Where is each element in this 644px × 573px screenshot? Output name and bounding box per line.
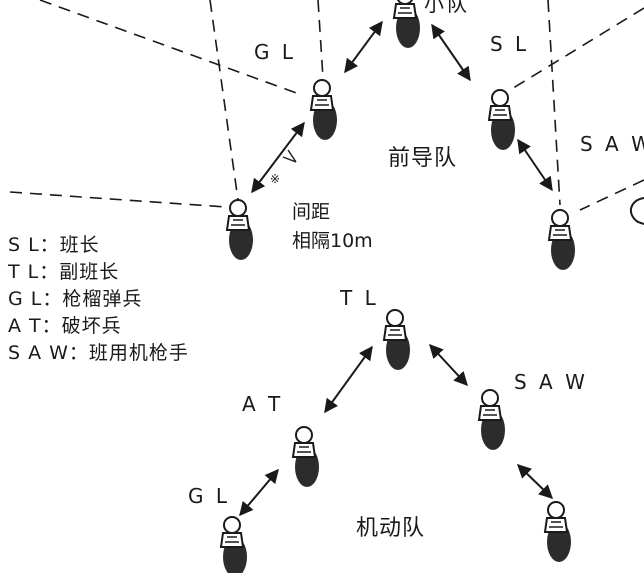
legend-row-saw: S A W：班用机枪手 bbox=[8, 342, 189, 364]
soldier-figure bbox=[310, 79, 338, 141]
label-partial-top: 小队 bbox=[424, 0, 470, 16]
spacing-mark: ※ bbox=[270, 172, 281, 186]
legend-row-at: A T：破坏兵 bbox=[8, 315, 122, 337]
spacing-arrow bbox=[516, 464, 554, 499]
soldier-figure bbox=[226, 199, 254, 261]
label-gl-lead: G L bbox=[254, 40, 296, 64]
team-lead-label: 前导队 bbox=[388, 146, 458, 171]
spacing-arrows bbox=[239, 20, 554, 517]
label-sl: S L bbox=[490, 32, 530, 56]
legend-row-tl: T L：副班长 bbox=[8, 261, 120, 283]
soldier-figure bbox=[292, 426, 320, 488]
spacing-arrow bbox=[239, 468, 279, 517]
spacing-arrow bbox=[344, 20, 383, 74]
soldiers bbox=[220, 0, 644, 573]
soldier-figure bbox=[383, 309, 411, 371]
spacing-value: 相隔10m bbox=[292, 230, 373, 252]
soldier-figure bbox=[478, 389, 506, 451]
dashed-line bbox=[9, 191, 227, 208]
label-gl-maneuver: G L bbox=[188, 484, 230, 508]
spacing-pointer bbox=[282, 149, 297, 163]
dashed-line bbox=[317, 0, 324, 79]
spacing-title: 间距 bbox=[292, 201, 331, 223]
soldier-figure bbox=[548, 209, 576, 271]
spacing-arrow bbox=[324, 345, 373, 414]
sector-lines bbox=[9, 0, 644, 211]
legend-row-sl: S L：班长 bbox=[8, 234, 100, 256]
soldier-figure bbox=[393, 0, 421, 49]
spacing-arrow bbox=[251, 121, 305, 194]
spacing-arrow bbox=[517, 138, 553, 192]
soldier-figure bbox=[220, 516, 248, 573]
soldier-figure-partial bbox=[629, 197, 644, 225]
dashed-line bbox=[547, 0, 561, 206]
label-tl: T L bbox=[340, 286, 379, 310]
dashed-line bbox=[39, 0, 303, 96]
spacing-note: 间距 相隔10m bbox=[292, 198, 373, 256]
role-legend: S L：班长 T L：副班长 G L：枪榴弹兵 A T：破坏兵 S A W：班用… bbox=[8, 232, 189, 367]
legend-row-gl: G L：枪榴弹兵 bbox=[8, 288, 143, 310]
team-maneuver-label: 机动队 bbox=[356, 516, 426, 541]
label-saw-maneuver: S A W bbox=[514, 370, 588, 394]
soldier-figure bbox=[488, 89, 516, 151]
dashed-line bbox=[209, 0, 239, 201]
soldier-figure bbox=[544, 501, 572, 563]
label-at: A T bbox=[242, 392, 284, 416]
spacing-arrow bbox=[431, 23, 471, 82]
label-saw-lead: S A W bbox=[580, 132, 644, 156]
dashed-line bbox=[579, 179, 644, 211]
spacing-arrow bbox=[429, 343, 468, 387]
dashed-line bbox=[509, 7, 644, 91]
